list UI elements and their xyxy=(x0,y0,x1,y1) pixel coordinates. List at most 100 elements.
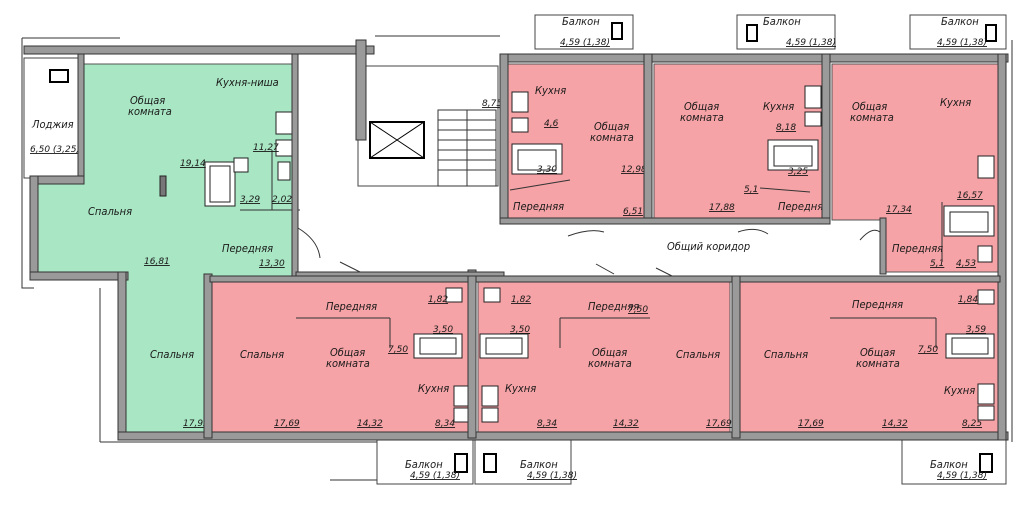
door-swings xyxy=(297,227,881,277)
room-label: Спальня xyxy=(150,348,194,361)
area-label: 7,50 xyxy=(918,345,938,355)
area-label: 1,84 xyxy=(958,295,978,305)
area-label: 17,88 xyxy=(709,203,735,213)
area-label: 3,50 xyxy=(510,325,530,335)
loggia-area: 6,50 (3,25) xyxy=(30,145,80,155)
area-label: 8,34 xyxy=(537,419,557,429)
stove-icon xyxy=(977,155,995,179)
area-label: 8,18 xyxy=(776,123,796,133)
area-label: 8,25 xyxy=(962,419,982,429)
room-label: Кухня-ниша xyxy=(216,76,279,89)
balcony-top-2: Балкон 4,59 (1,38) xyxy=(736,14,836,50)
stove-icon xyxy=(481,385,499,407)
area-label: 3,50 xyxy=(433,325,453,335)
area-label: 12,98 xyxy=(621,165,647,175)
area-label: 6,51 xyxy=(623,207,643,217)
toilet-icon xyxy=(277,161,291,181)
bathtub-icon xyxy=(767,139,819,171)
stove-icon xyxy=(804,85,822,109)
area-label: 19,14 xyxy=(180,159,206,169)
area-label: 17,69 xyxy=(798,419,824,429)
room-label: Передняя xyxy=(326,300,377,313)
balcony-area: 4,59 (1,38) xyxy=(937,471,987,481)
column-icon xyxy=(159,175,167,197)
room-label: Передняя xyxy=(222,242,273,255)
area-label: 16,81 xyxy=(144,257,170,267)
area-label: 7,50 xyxy=(628,305,648,315)
area-label: 7,50 xyxy=(388,345,408,355)
room-label: Спальня xyxy=(764,348,808,361)
balcony-area: 4,59 (1,38) xyxy=(410,471,460,481)
area-label: 8,75 xyxy=(482,99,502,109)
bathtub-icon xyxy=(511,143,563,175)
stair-core: 8,75 xyxy=(357,65,502,187)
area-label: 8,34 xyxy=(435,419,455,429)
stove-icon xyxy=(511,91,529,113)
balcony-bottom-2: Балкон 4,59 (1,38) xyxy=(474,439,577,485)
room-label: Кухня xyxy=(535,84,566,97)
area-label: 14,32 xyxy=(882,419,908,429)
balcony-area: 4,59 (1,38) xyxy=(527,471,577,481)
balcony-area: 4,59 (1,38) xyxy=(560,38,610,48)
area-label: 11,27 xyxy=(253,143,279,153)
room-label: Спальня xyxy=(88,205,132,218)
room-label: Передняя xyxy=(852,298,903,311)
room-label: Кухня xyxy=(763,100,794,113)
room-label: Спальня xyxy=(240,348,284,361)
room-label: Кухня xyxy=(505,382,536,395)
sink-icon xyxy=(511,117,529,133)
apartment-top-1-fill xyxy=(506,63,646,221)
balcony-title: Балкон xyxy=(405,458,443,471)
balcony-title: Балкон xyxy=(930,458,968,471)
sink-icon xyxy=(233,157,249,173)
balcony-area: 4,59 (1,38) xyxy=(786,38,836,48)
area-label: 17,69 xyxy=(274,419,300,429)
balcony-top-1: Балкон 4,59 (1,38) xyxy=(534,14,634,50)
balcony-title: Балкон xyxy=(941,15,979,28)
room-label: Передняя xyxy=(892,242,943,255)
area-label: 3,30 xyxy=(537,165,557,175)
room-label: Передняя xyxy=(778,200,829,213)
corridor-label: Общий коридор xyxy=(667,240,750,253)
balcony-top-3: Балкон 4,59 (1,38) xyxy=(909,14,1007,50)
room-label: Передняя xyxy=(588,300,639,313)
area-label: 1,82 xyxy=(428,295,448,305)
apartment-top-3-fill xyxy=(831,63,999,273)
outline-lines xyxy=(21,35,1013,481)
area-label: 14,32 xyxy=(357,419,383,429)
toilet-icon xyxy=(977,245,993,263)
area-label: 14,32 xyxy=(613,419,639,429)
area-label: 4,6 xyxy=(544,119,559,129)
area-label: 4,53 xyxy=(956,259,976,269)
area-label: 13,30 xyxy=(259,259,285,269)
room-label: Кухня xyxy=(944,384,975,397)
area-label: 1,82 xyxy=(511,295,531,305)
area-label: 17,34 xyxy=(886,205,912,215)
toilet-icon xyxy=(483,287,501,303)
balcony-title: Балкон xyxy=(520,458,558,471)
stairs-icon xyxy=(437,109,497,187)
sink-icon xyxy=(481,407,499,423)
balcony-title: Балкон xyxy=(562,15,600,28)
area-label: 5,1 xyxy=(930,259,944,269)
area-label: 3,59 xyxy=(966,325,986,335)
walls xyxy=(23,39,1009,441)
balcony-title: Балкон xyxy=(763,15,801,28)
room-label: Кухня xyxy=(940,96,971,109)
area-label: 3,29 xyxy=(240,195,260,205)
balcony-area: 4,59 (1,38) xyxy=(937,38,987,48)
balcony-bottom-3: Балкон 4,59 (1,38) xyxy=(901,439,1007,485)
area-label: 5,1 xyxy=(744,185,758,195)
